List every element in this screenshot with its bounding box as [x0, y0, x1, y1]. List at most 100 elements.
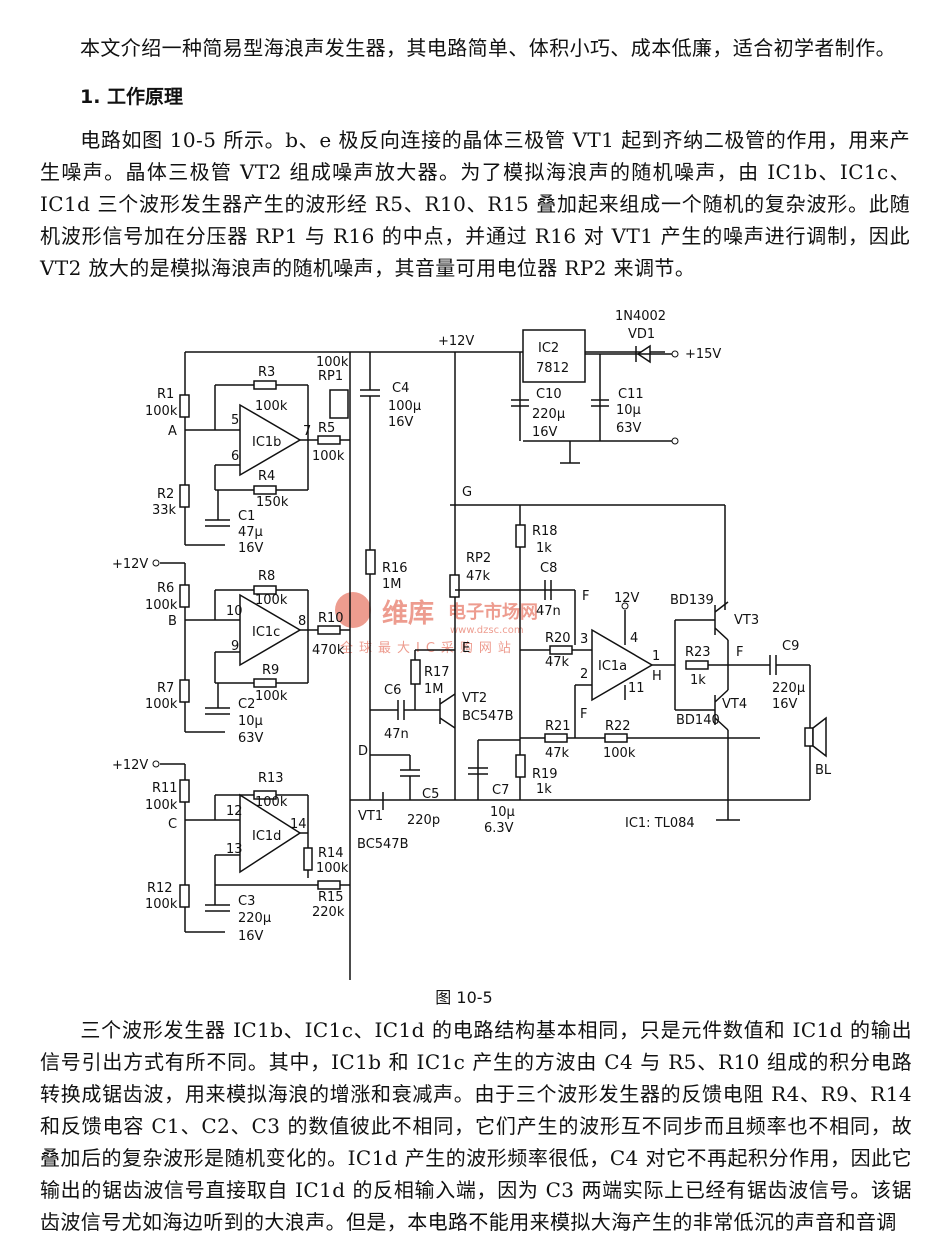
c7-value: 10μ: [490, 805, 515, 820]
c11-label: C11: [618, 387, 644, 402]
r13-label: R13: [258, 771, 284, 786]
c1-value: 47μ: [238, 525, 263, 540]
ic1d-pin12: 12: [226, 804, 243, 819]
ic1b-pin7: 7: [303, 424, 311, 439]
ic1a-pin11: 11: [628, 681, 645, 696]
potentiometer-rp1: [329, 389, 349, 419]
resistor-r23: [685, 660, 709, 670]
r7-value: 100k: [145, 697, 178, 712]
r17-label: R17: [424, 665, 450, 680]
potentiometer-rp2: [449, 574, 460, 598]
v12-c-label: +12V: [112, 758, 148, 773]
r4-value: 150k: [256, 495, 289, 510]
ic1b-label: IC1b: [252, 435, 281, 450]
c7-voltage: 6.3V: [484, 821, 514, 836]
r16-label: R16: [382, 561, 408, 576]
terminal-12v-c: [152, 760, 160, 768]
c2-label: C2: [238, 697, 255, 712]
r19-label: R19: [532, 767, 558, 782]
resistor-r21: [544, 733, 568, 743]
watermark-brand: 电子市场网: [448, 601, 538, 623]
r23-label: R23: [685, 645, 711, 660]
resistor-r12: [179, 884, 190, 908]
resistor-r7: [179, 679, 190, 703]
r21-label: R21: [545, 719, 571, 734]
node-d: D: [358, 744, 368, 759]
resistor-r13: [253, 790, 277, 800]
rp2-label: RP2: [466, 551, 491, 566]
vt1-part: BC547B: [357, 837, 409, 852]
ic1c-pin9: 9: [231, 639, 239, 654]
resistor-r22: [604, 733, 628, 743]
v12-b-label: +12V: [112, 557, 148, 572]
resistor-r20: [549, 645, 573, 655]
r5-label: R5: [318, 421, 335, 436]
v12-top-label: +12V: [438, 334, 474, 349]
r12-label: R12: [147, 881, 173, 896]
terminal-15v: [671, 350, 679, 358]
ic1d-label: IC1d: [252, 829, 281, 844]
r22-label: R22: [605, 719, 631, 734]
r5-value: 100k: [312, 449, 345, 464]
c9-value: 220μ: [772, 681, 805, 696]
c1-voltage: 16V: [238, 541, 264, 556]
r22-value: 100k: [603, 746, 636, 761]
opamp-ic1c: [239, 593, 302, 667]
ic1d-section: +12V R11 100k C R12 100k R13 100k R14 10…: [112, 758, 350, 944]
c3-value: 220μ: [238, 911, 271, 926]
ic1a-pin1: 1: [652, 649, 660, 664]
c7-label: C7: [492, 783, 509, 798]
node-e: E: [462, 641, 470, 656]
c11-value: 10μ: [616, 403, 641, 418]
r6-label: R6: [157, 581, 174, 596]
node-b: B: [168, 614, 177, 629]
watermark: 维库 电子市场网 www.dzsc.com 全球最大IC采购网站: [335, 592, 538, 656]
ic1a-pin4: 4: [630, 631, 638, 646]
c10-label: C10: [536, 387, 562, 402]
resistor-r1: [179, 394, 190, 418]
vt2-label: VT2: [462, 691, 487, 706]
resistor-r16: [365, 549, 376, 575]
node-c: C: [168, 817, 177, 832]
r1-value: 100k: [145, 404, 178, 419]
terminal-gnd: [671, 437, 679, 445]
output-stage-section: R18 1k R19 1k C8 47n R20 47k R21 47k R22…: [455, 505, 832, 831]
ic1b-pin6: 6: [231, 449, 239, 464]
resistor-r11: [179, 779, 190, 803]
circuit-diagram: 维库 电子市场网 www.dzsc.com 全球最大IC采购网站 IC2 781…: [112, 309, 832, 980]
c4-label: C4: [392, 381, 409, 396]
r20-label: R20: [545, 631, 571, 646]
c2-value: 10μ: [238, 714, 263, 729]
rp1-label: RP1: [318, 369, 343, 384]
node-f3: F: [736, 645, 743, 660]
r14-value: 100k: [316, 861, 349, 876]
resistor-r6: [179, 584, 190, 608]
r11-value: 100k: [145, 798, 178, 813]
r3-value: 100k: [255, 399, 288, 414]
ic2-regulator: [522, 329, 586, 383]
r16-value: 1M: [382, 577, 402, 592]
c4-voltage: 16V: [388, 415, 414, 430]
c2-voltage: 63V: [238, 731, 264, 746]
resistor-r14: [303, 847, 313, 871]
opamp-ic1d: [239, 793, 302, 874]
principle-paragraph: 电路如图 10-5 所示。b、e 极反向连接的晶体三极管 VT1 起到齐纳二极管…: [40, 128, 910, 280]
resistor-r19: [515, 754, 526, 778]
ic1b-section: R1 100k A R2 33k R3 100k R4 150k C1 47μ …: [145, 352, 421, 980]
terminal-12v-b: [152, 559, 160, 567]
vt2-part: BC547B: [462, 709, 514, 724]
ic1-note: IC1: TL084: [625, 816, 695, 831]
ic1b-pin5: 5: [231, 413, 239, 428]
figure-caption: 图 10-5: [435, 988, 493, 1007]
c3-label: C3: [238, 894, 255, 909]
c5-label: C5: [422, 787, 439, 802]
c1-label: C1: [238, 509, 255, 524]
r18-value: 1k: [536, 541, 552, 556]
vt4-label: VT4: [722, 697, 747, 712]
ic1d-pin14: 14: [290, 817, 307, 832]
node-f2: F: [580, 707, 587, 722]
rp1-value: 100k: [316, 355, 349, 370]
speaker-bl-icon: [804, 727, 814, 747]
watermark-logo-icon: [335, 592, 371, 628]
r7-label: R7: [157, 681, 174, 696]
